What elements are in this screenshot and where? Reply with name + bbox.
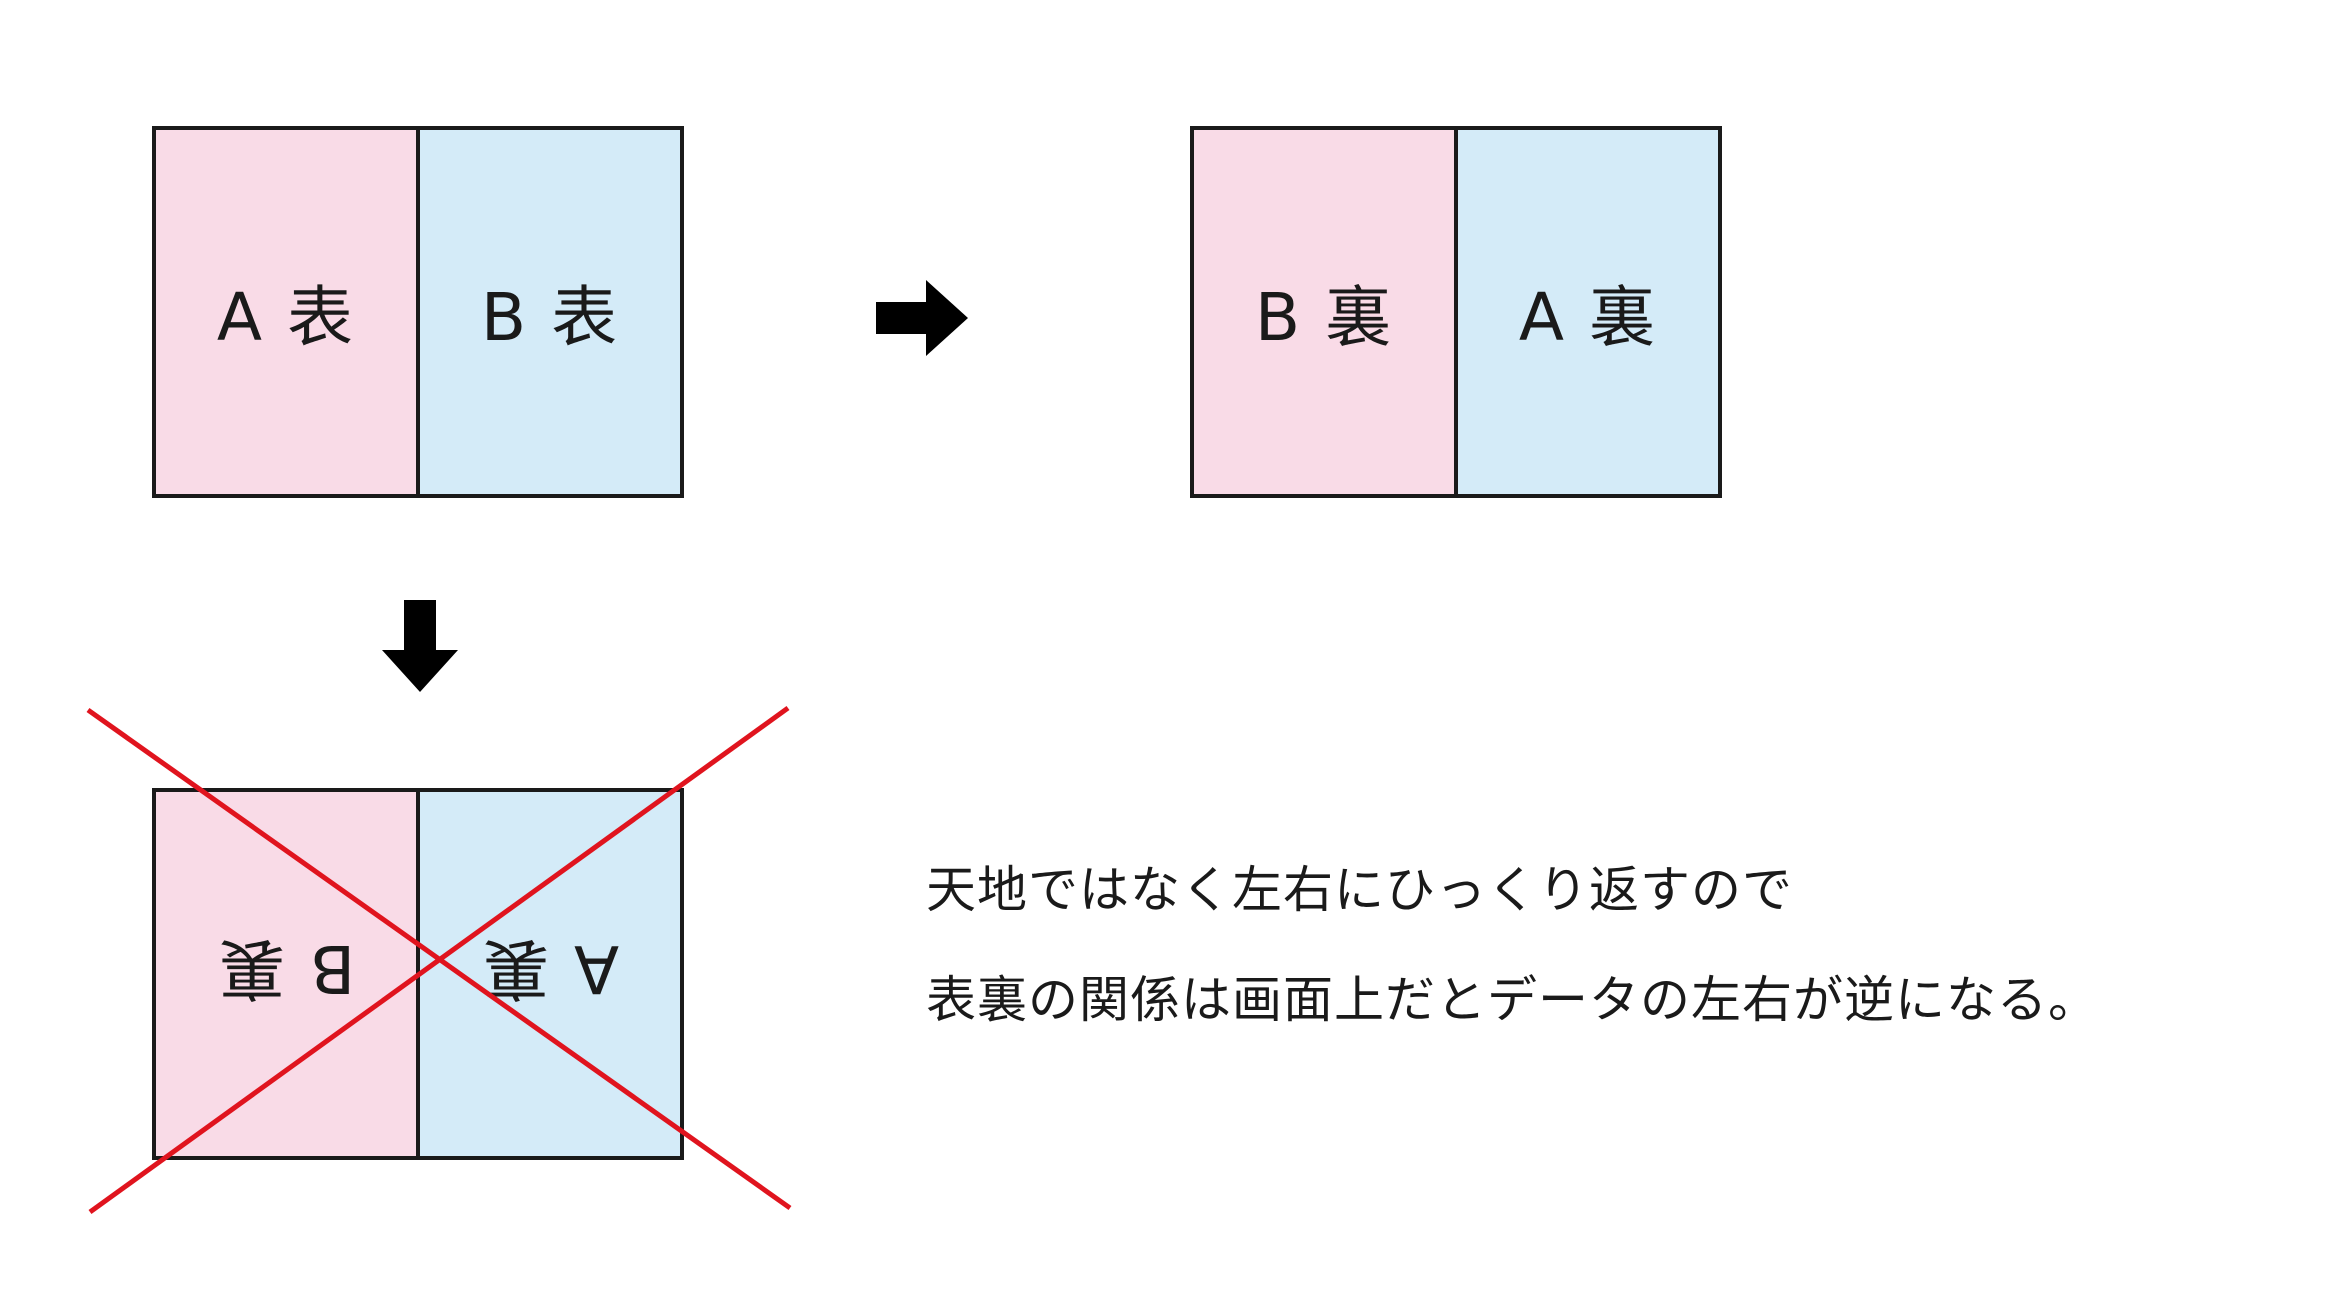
sheet-wrong: B 裏 A 裏 bbox=[152, 788, 684, 1160]
panel-b-front-label: B 表 bbox=[480, 279, 620, 356]
panel-a-back-label: A 裏 bbox=[1518, 279, 1658, 356]
panel-a-wrong-label: A 裏 bbox=[480, 930, 620, 1007]
panel-a-wrong: A 裏 bbox=[416, 792, 680, 1156]
caption-line-1: 天地ではなく左右にひっくり返すので bbox=[926, 861, 1793, 919]
panel-b-front: B 表 bbox=[416, 130, 680, 494]
caption-line-2: 表裏の関係は画面上だとデータの左右が逆になる。 bbox=[926, 971, 2099, 1029]
sheet-back: B 裏 A 裏 bbox=[1190, 126, 1722, 498]
sheet-front: A 表 B 表 bbox=[152, 126, 684, 498]
panel-b-wrong: B 裏 bbox=[156, 792, 416, 1156]
arrow-down-icon bbox=[382, 600, 458, 692]
panel-a-back: A 裏 bbox=[1454, 130, 1718, 494]
panel-b-back-label: B 裏 bbox=[1254, 279, 1394, 356]
arrow-right-icon bbox=[876, 280, 968, 356]
panel-a-front-label: A 表 bbox=[216, 279, 356, 356]
panel-a-front: A 表 bbox=[156, 130, 416, 494]
panel-b-back: B 裏 bbox=[1194, 130, 1454, 494]
panel-b-wrong-label: B 裏 bbox=[216, 930, 356, 1007]
